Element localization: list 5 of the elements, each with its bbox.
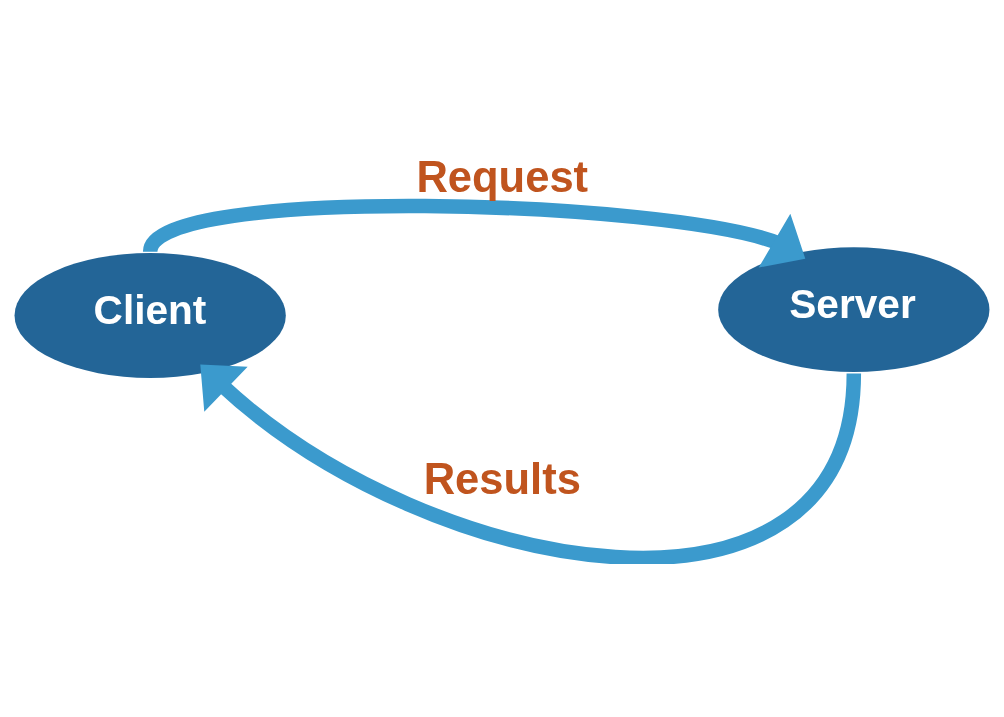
node-ellipse: Client bbox=[14, 253, 286, 378]
node-ellipse: Server bbox=[718, 247, 990, 373]
edge-label: Results bbox=[423, 454, 581, 503]
edge-label: Request bbox=[416, 153, 589, 202]
arrow bbox=[200, 364, 861, 564]
